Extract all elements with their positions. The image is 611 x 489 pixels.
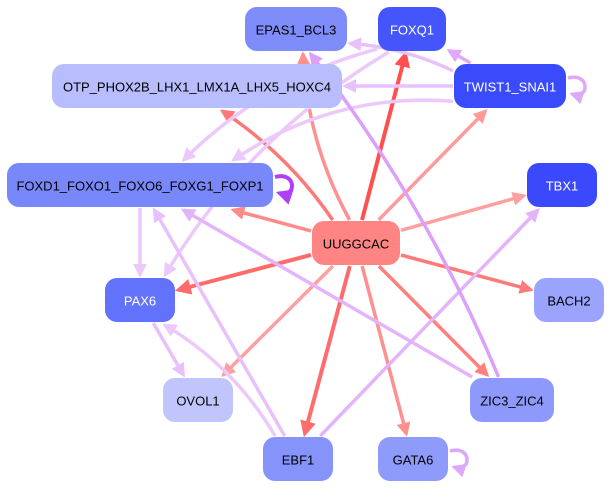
node-twist1-snai1[interactable]: TWIST1_SNAI1 <box>454 64 566 108</box>
node-layer: UUGGCAC EPAS1_BCL3 FOXQ1OTP_PHOX2B_LHX1_LM… <box>7 7 604 481</box>
edge-ebf1-to-pax6 <box>162 323 277 437</box>
node-box <box>470 378 554 422</box>
node-label: FOXQ1 <box>390 23 434 38</box>
node-label: TBX1 <box>546 179 579 194</box>
node-box <box>312 221 400 265</box>
node-label: EPAS1_BCL3 <box>256 23 337 38</box>
node-box <box>52 64 342 108</box>
edge-ebf1-to-tbx1 <box>318 207 540 438</box>
node-box <box>534 278 604 322</box>
node-ebf1[interactable]: EBF1 <box>263 437 333 481</box>
edge-uuggcac-to-foxd1 <box>230 206 312 233</box>
node-label: OVOL1 <box>176 394 219 409</box>
node-epas1-bcl3[interactable]: EPAS1_BCL3 <box>245 7 347 51</box>
edge-gata6-to-gata6 <box>449 448 469 478</box>
node-label: OTP_PHOX2B_LHX1_LMX1A_LHX5_HOXC4 <box>63 80 331 95</box>
edge-uuggcac-to-ebf1 <box>300 265 352 438</box>
edge-zic3-zic4-to-foxd1 <box>180 208 474 379</box>
edge-twist1-snai1-to-foxd1 <box>231 98 454 162</box>
node-bach2[interactable]: BACH2 <box>534 278 604 322</box>
node-pax6[interactable]: PAX6 <box>105 278 175 322</box>
edge-uuggcac-to-foxq1 <box>360 50 410 221</box>
edge-uuggcac-to-ovol1 <box>221 264 335 377</box>
node-box <box>378 7 446 51</box>
node-box <box>454 64 566 108</box>
edge-uuggcac-to-tbx1 <box>400 191 527 232</box>
edge-twist1-snai1-to-epas1-bcl3 <box>347 37 454 73</box>
edge-foxq1-to-pax6 <box>163 50 390 278</box>
node-label: GATA6 <box>393 453 434 468</box>
node-box <box>263 437 333 481</box>
edge-uuggcac-to-twist1-snai1 <box>377 109 488 222</box>
node-uuggcac[interactable]: UUGGCAC <box>312 221 400 265</box>
node-otp[interactable]: OTP_PHOX2B_LHX1_LMX1A_LHX5_HOXC4 <box>52 64 342 108</box>
node-box <box>163 378 233 422</box>
node-label: PAX6 <box>124 294 156 309</box>
edge-uuggcac-to-bach2 <box>400 253 534 294</box>
node-box <box>527 163 597 207</box>
node-box <box>105 278 175 322</box>
node-ovol1[interactable]: OVOL1 <box>163 378 233 422</box>
node-box <box>378 437 448 481</box>
node-label: EBF1 <box>282 453 315 468</box>
edge-foxd1-to-foxd1 <box>274 174 294 205</box>
edge-uuggcac-to-pax6 <box>174 252 312 295</box>
node-box <box>245 7 347 51</box>
edge-twist1-snai1-to-foxq1 <box>446 48 472 65</box>
node-foxd1[interactable]: FOXD1_FOXO1_FOXO6_FOXG1_FOXP1 <box>7 163 273 207</box>
node-foxq1[interactable]: FOXQ1 <box>378 7 446 51</box>
node-label: FOXD1_FOXO1_FOXO6_FOXG1_FOXP1 <box>16 179 263 194</box>
node-tbx1[interactable]: TBX1 <box>527 163 597 207</box>
node-label: UUGGCAC <box>323 237 389 252</box>
node-label: TWIST1_SNAI1 <box>464 80 556 95</box>
edge-uuggcac-to-otp <box>219 109 335 221</box>
edge-pax6-to-ovol1 <box>151 322 186 378</box>
node-zic3-zic4[interactable]: ZIC3_ZIC4 <box>470 378 554 422</box>
edge-twist1-snai1-to-twist1-snai1 <box>567 75 587 105</box>
edge-uuggcac-to-gata6 <box>360 265 411 437</box>
edge-ebf1-to-foxd1 <box>152 207 287 437</box>
node-label: ZIC3_ZIC4 <box>480 394 544 409</box>
node-box <box>7 163 273 207</box>
node-label: BACH2 <box>547 294 590 309</box>
node-gata6[interactable]: GATA6 <box>378 437 448 481</box>
